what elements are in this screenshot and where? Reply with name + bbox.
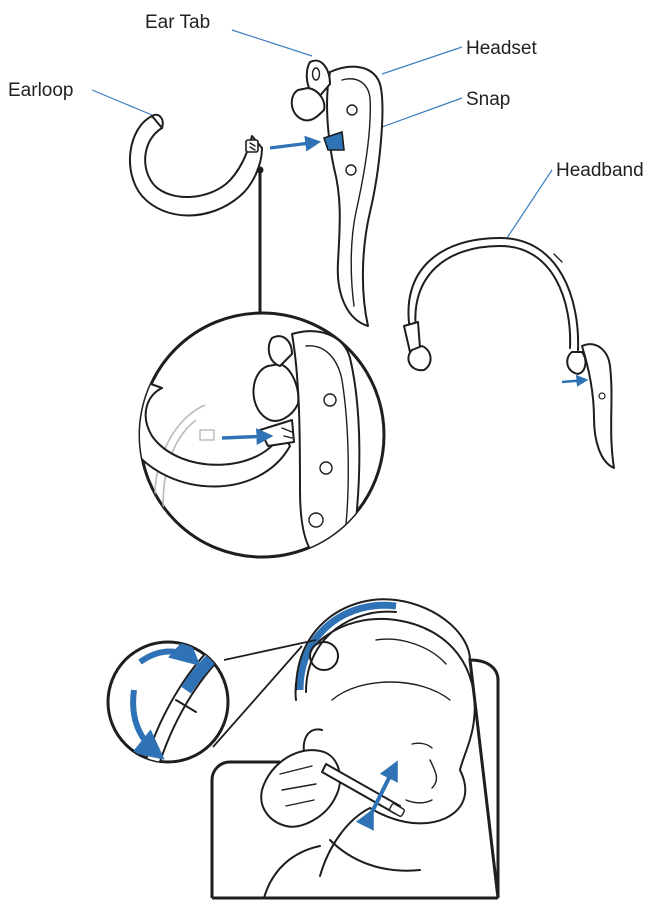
- callout-earloop: Earloop: [8, 80, 152, 115]
- leader-line-headset: [382, 47, 462, 74]
- person-wearing-headset-icon: [208, 599, 498, 898]
- leader-line-earloop: [92, 90, 152, 115]
- headband-attach-arrow: [562, 380, 586, 382]
- callout-headband: Headband: [507, 160, 644, 238]
- earloop-icon: [130, 115, 262, 216]
- magnifier-circle-icon: [120, 313, 384, 561]
- call-button-icon: [346, 165, 356, 175]
- label-snap: Snap: [466, 89, 510, 110]
- attach-arrow: [270, 142, 318, 148]
- headset-icon: [292, 61, 383, 326]
- label-ear-tab: Ear Tab: [145, 12, 210, 33]
- leader-line-ear-tab: [232, 30, 312, 56]
- callout-ear-tab: Ear Tab: [145, 12, 312, 56]
- label-headset: Headset: [466, 38, 537, 59]
- leader-line-headband: [507, 170, 552, 238]
- label-earloop: Earloop: [8, 80, 74, 101]
- callout-headset: Headset: [382, 38, 537, 74]
- volume-button-icon: [347, 105, 357, 115]
- headband-icon: [404, 238, 614, 468]
- earloop-connector: [246, 140, 258, 152]
- label-headband: Headband: [556, 160, 644, 181]
- snap-icon: [324, 132, 344, 150]
